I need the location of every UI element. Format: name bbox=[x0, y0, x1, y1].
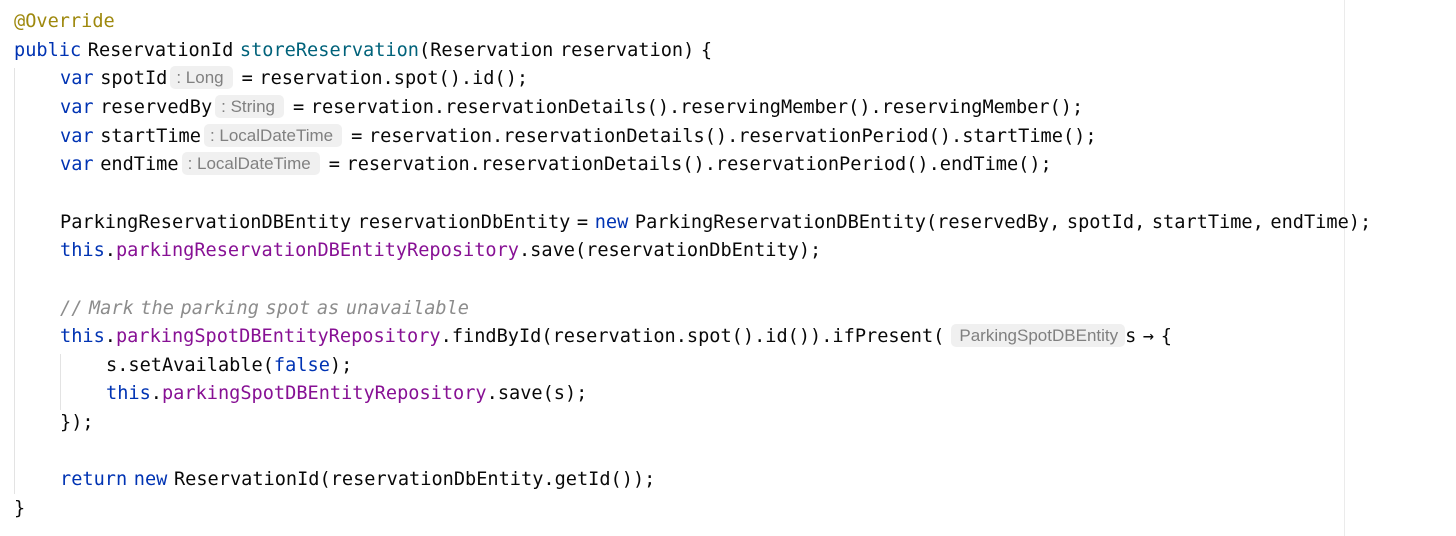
inlay-type-hint[interactable]: ParkingSpotDBEntity bbox=[951, 324, 1126, 348]
code-line[interactable]: this.parkingSpotDBEntityRepository.findB… bbox=[14, 323, 1172, 351]
code-line[interactable]: @Override bbox=[14, 8, 115, 36]
code-token: ReservationId(reservationDbEntity.getId(… bbox=[167, 469, 656, 491]
code-token bbox=[127, 469, 134, 490]
code-line[interactable]: } bbox=[14, 495, 25, 523]
code-line[interactable]: var reservedBy: String = reservation.rese… bbox=[14, 94, 1083, 122]
code-token: s → { bbox=[1125, 326, 1172, 348]
code-token: ReservationId bbox=[81, 39, 240, 61]
code-token: . bbox=[104, 326, 116, 348]
code-line[interactable]: var spotId: Long = reservation.spot().id(… bbox=[14, 65, 528, 93]
code-line[interactable]: return new ReservationId(reservationDbEn… bbox=[14, 466, 655, 494]
inlay-type-hint[interactable]: : String bbox=[215, 94, 284, 118]
code-token: public bbox=[14, 39, 82, 61]
inlay-type-hint[interactable]: : LocalDateTime bbox=[203, 123, 343, 147]
inlay-type-hint[interactable]: : LocalDateTime bbox=[181, 152, 320, 176]
code-line[interactable]: }); bbox=[14, 409, 94, 437]
code-token: = reservation.spot().id(); bbox=[241, 68, 529, 90]
code-token: new bbox=[594, 211, 629, 233]
code-token: new bbox=[133, 469, 168, 491]
code-token: parkingReservationDBEntityRepository bbox=[115, 240, 519, 262]
inlay-type-hint[interactable]: : Long bbox=[170, 66, 233, 90]
code-line[interactable]: s.setAvailable(false); bbox=[14, 352, 352, 380]
code-token: parkingSpotDBEntityRepository bbox=[161, 383, 487, 405]
code-line[interactable]: var startTime: LocalDateTime = reservatio… bbox=[14, 123, 1097, 151]
code-line[interactable]: var endTime: LocalDateTime = reservation.… bbox=[14, 151, 1052, 179]
code-token: this bbox=[60, 240, 105, 262]
code-token: ); bbox=[329, 354, 353, 376]
code-token: }); bbox=[60, 412, 94, 434]
indent-guide-nested bbox=[60, 354, 61, 410]
code-token: reservedBy bbox=[93, 96, 213, 118]
code-token: return bbox=[60, 469, 128, 491]
code-token: .findById(reservation.spot().id()).ifPre… bbox=[440, 326, 945, 348]
code-token: this bbox=[60, 326, 105, 348]
code-token: = reservation.reservationDetails().reser… bbox=[293, 96, 1084, 118]
code-token: = reservation.reservationDetails().reser… bbox=[351, 125, 1097, 147]
code-line[interactable]: // Mark the parking spot as unavailable bbox=[14, 295, 469, 323]
code-token: parkingSpotDBEntityRepository bbox=[115, 326, 441, 348]
code-token: = reservation.reservationDetails().reser… bbox=[328, 154, 1052, 176]
code-token: spotId bbox=[93, 68, 168, 90]
indent-guide bbox=[14, 68, 15, 494]
code-line[interactable] bbox=[14, 438, 60, 466]
code-token: s.setAvailable( bbox=[106, 354, 274, 376]
code-token: var bbox=[60, 154, 94, 176]
code-token: ParkingReservationDBEntity(reservedBy, s… bbox=[628, 211, 1372, 233]
code-token: ParkingReservationDBEntity reservationDb… bbox=[60, 211, 595, 233]
code-token: .save(s); bbox=[486, 383, 588, 405]
code-token: // Mark the parking spot as unavailable bbox=[60, 297, 469, 319]
code-line[interactable]: this.parkingSpotDBEntityRepository.save(… bbox=[14, 380, 587, 408]
code-token: startTime bbox=[93, 125, 201, 147]
code-line[interactable]: ParkingReservationDBEntity reservationDb… bbox=[14, 209, 1371, 237]
code-token: var bbox=[60, 125, 94, 147]
code-token: .save(reservationDbEntity); bbox=[518, 240, 822, 262]
code-token: storeReservation bbox=[239, 39, 420, 61]
code-token: (Reservation reservation) { bbox=[419, 39, 713, 61]
code-token: . bbox=[150, 383, 162, 405]
code-token: this bbox=[106, 383, 151, 405]
code-token: . bbox=[104, 240, 116, 262]
code-line[interactable]: this.parkingReservationDBEntityRepositor… bbox=[14, 237, 821, 265]
code-token: } bbox=[14, 498, 26, 520]
code-token: var bbox=[60, 96, 94, 118]
right-margin-guide bbox=[1344, 0, 1345, 536]
code-token: @Override bbox=[14, 11, 115, 32]
code-line[interactable] bbox=[14, 266, 60, 294]
code-token: var bbox=[60, 68, 94, 90]
code-token: false bbox=[273, 354, 330, 376]
code-line[interactable] bbox=[14, 180, 60, 208]
code-token: endTime bbox=[93, 154, 179, 176]
code-line[interactable]: public ReservationId storeReservation(Re… bbox=[14, 37, 712, 65]
